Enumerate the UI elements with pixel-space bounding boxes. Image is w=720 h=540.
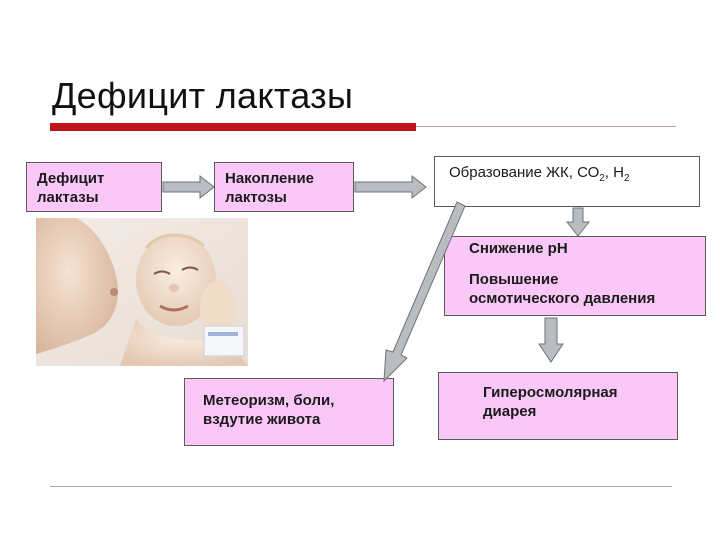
arrow-box2-to-box3	[354, 174, 427, 200]
box-ph-osmotic: Снижение рН Повышение осмотического давл…	[444, 236, 706, 316]
box1-line1: Дефицит	[37, 170, 105, 187]
arrow-box3-to-box4	[565, 207, 591, 237]
box6-line2: диарея	[483, 403, 537, 420]
box3-prefix: Образование ЖК, СО	[449, 164, 600, 181]
box5-line1: Метеоризм, боли,	[203, 392, 335, 409]
title-underline-thin	[416, 126, 676, 127]
arrow-box4-to-box6	[538, 317, 564, 363]
title-underline-accent	[50, 123, 416, 131]
box4-line1: Снижение рН	[469, 240, 568, 257]
box3-middle: , Н	[604, 164, 624, 181]
box2-line2: лактозы	[225, 189, 287, 206]
box6-line1: Гиперосмолярная	[483, 384, 618, 401]
box-diarrhea: Гиперосмолярная диарея	[438, 372, 678, 440]
box4-line3: осмотического давления	[469, 290, 656, 307]
infant-photo	[36, 218, 248, 366]
box5-line2: вздутие живота	[203, 411, 321, 428]
box4-line2: Повышение	[469, 271, 559, 288]
slide-title: Дефицит лактазы	[52, 75, 354, 116]
arrow-box3-to-box5	[383, 201, 466, 383]
box-lactase-deficiency: Дефицит лактазы	[26, 162, 162, 212]
box3-sub2: 2	[623, 173, 630, 184]
box-acid-formation: Образование ЖК, СО2, Н2	[434, 156, 700, 207]
arrow-box1-to-box2	[162, 174, 215, 200]
box2-line1: Накопление	[225, 170, 315, 187]
box-meteorism: Метеоризм, боли, вздутие живота	[184, 378, 394, 446]
footer-divider	[50, 486, 672, 487]
infant-photo-art	[36, 218, 248, 366]
box3-sub1: 2	[599, 173, 605, 184]
box1-line2: лактазы	[37, 189, 99, 206]
box-lactose-accumulation: Накопление лактозы	[214, 162, 354, 212]
